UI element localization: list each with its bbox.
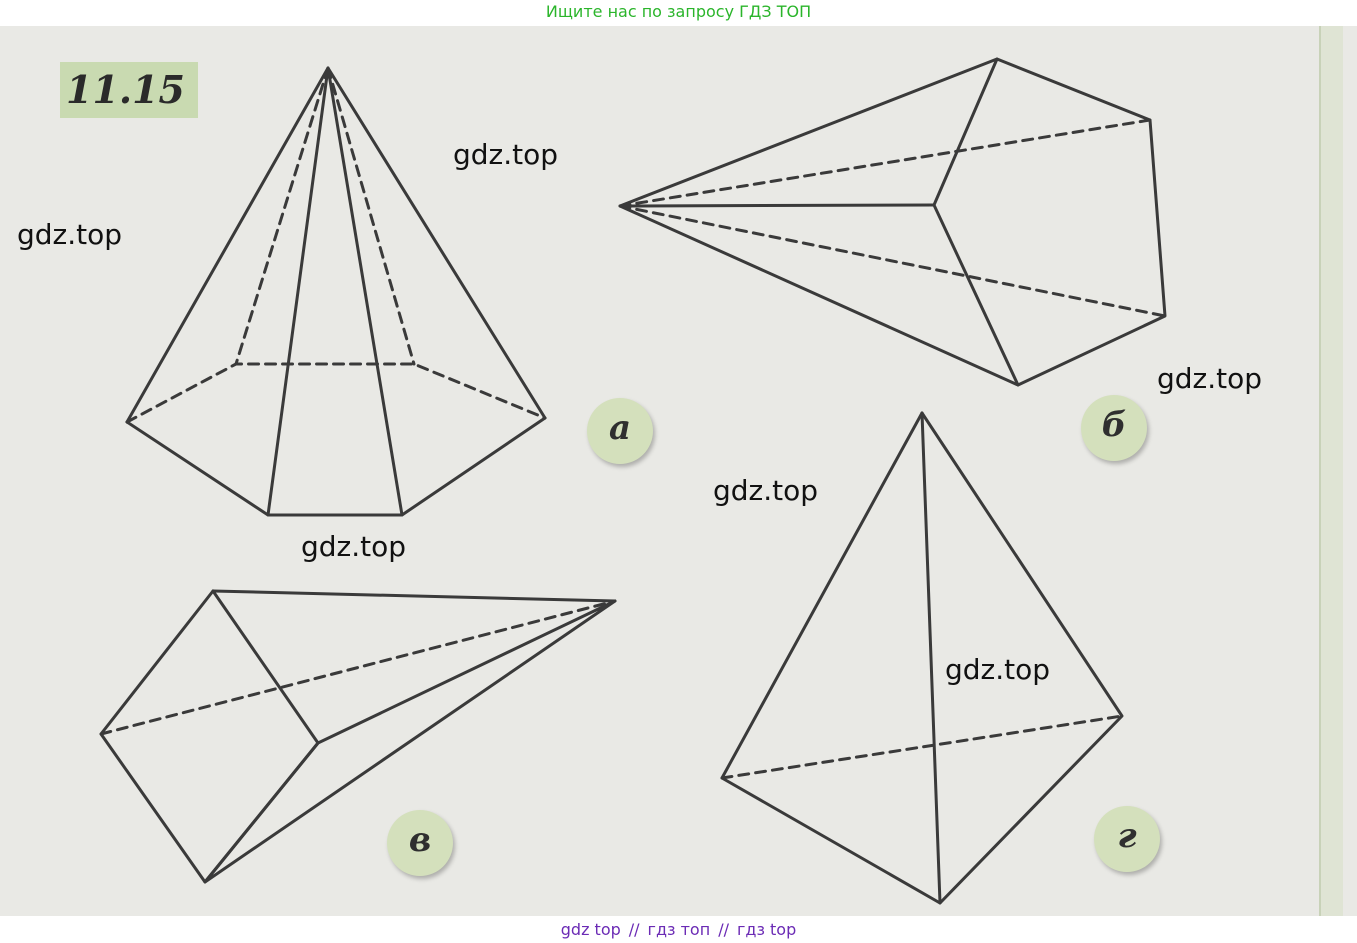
footer-links: gdz top // гдз топ // гдз top (0, 920, 1357, 939)
footer-link-gdz-top-mixed[interactable]: гдз top (736, 920, 797, 939)
watermark: gdz.top (17, 218, 123, 251)
footer-link-gdz-top-ru[interactable]: гдз топ (647, 920, 711, 939)
figure-v-quadrilateral-pyramid (99, 589, 617, 884)
watermark: gdz.top (945, 653, 1051, 686)
watermark: gdz.top (301, 530, 407, 563)
figure-g-triangular-pyramid (720, 411, 1124, 905)
header-search-link[interactable]: Ищите нас по запросу ГДЗ ТОП (545, 2, 812, 21)
figure-v-label: в (387, 810, 453, 876)
figure-g-label: г (1094, 806, 1160, 872)
figure-b-label: б (1081, 395, 1147, 461)
textbook-page-scan (0, 26, 1357, 916)
figure-a-hexagonal-pyramid (125, 66, 547, 517)
footer-link-gdz-top[interactable]: gdz top (560, 920, 621, 939)
watermark: gdz.top (453, 138, 559, 171)
figure-b-pentagonal-pyramid (618, 57, 1167, 387)
problem-number-label: 11.15 (60, 62, 198, 118)
figure-a-label: а (587, 398, 653, 464)
page-edge-strip (1319, 26, 1343, 916)
footer-separator: // (628, 920, 640, 939)
footer-separator: // (718, 920, 729, 939)
watermark: gdz.top (1157, 362, 1263, 395)
watermark: gdz.top (713, 474, 819, 507)
